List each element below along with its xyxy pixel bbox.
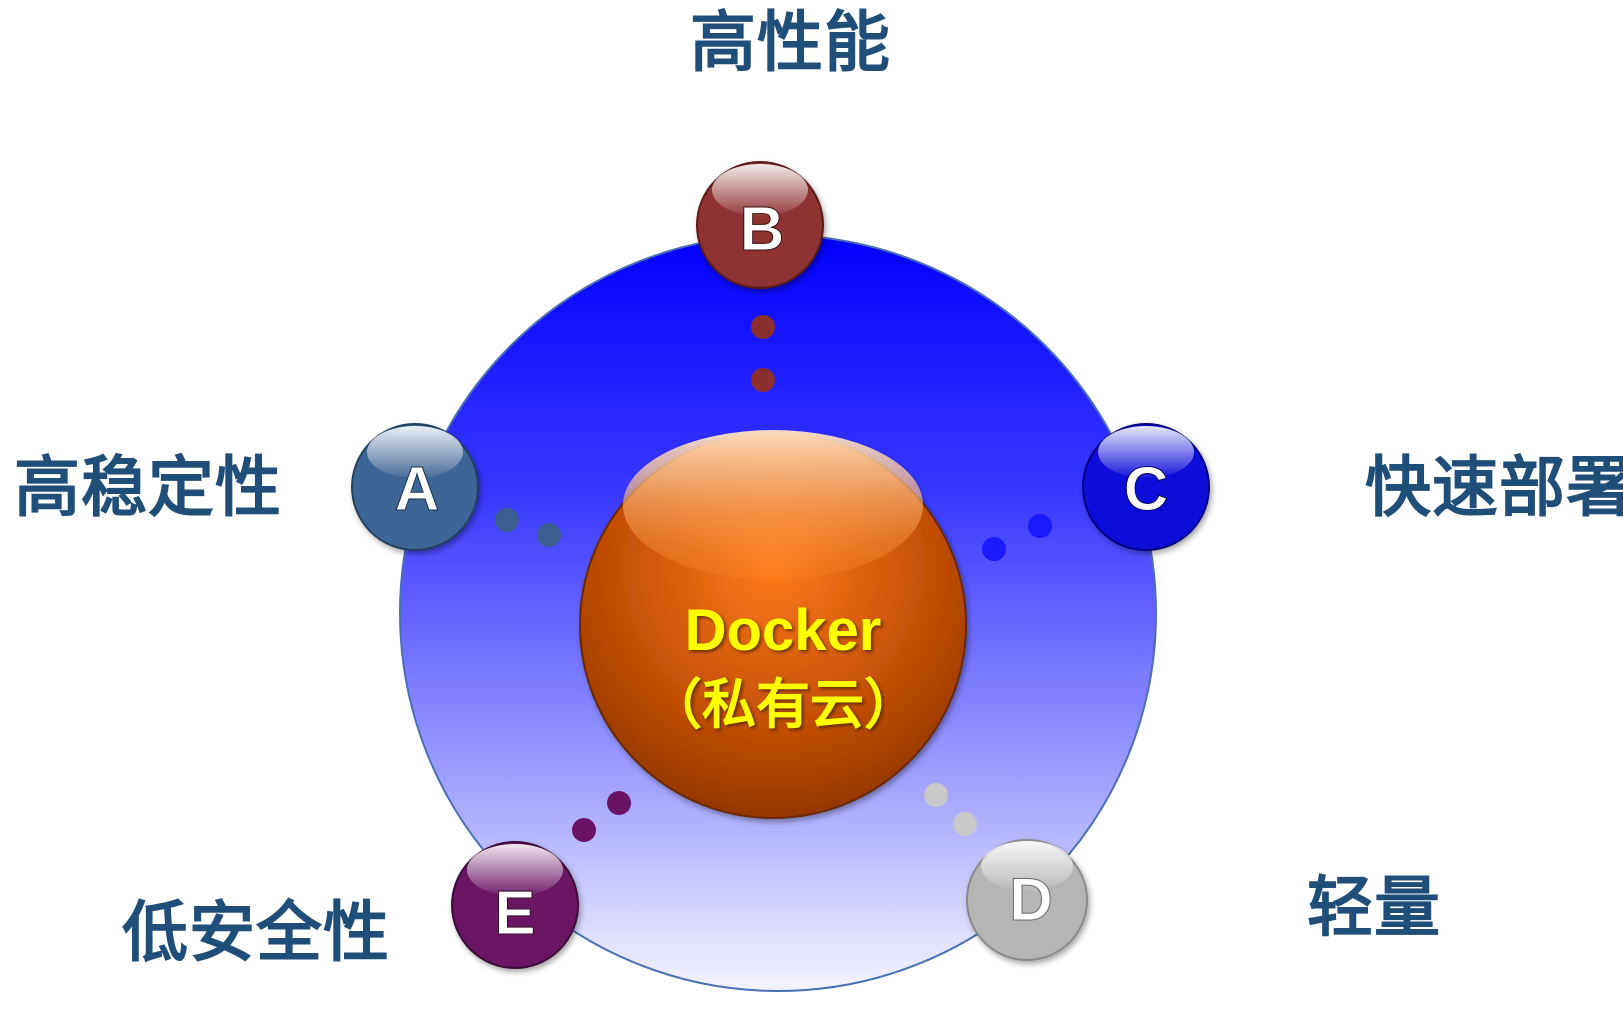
connector-dot-c2 [982,537,1006,561]
connector-dot-e2 [572,818,596,842]
center-sphere [579,430,967,819]
node-letter-d: D [1009,866,1052,933]
node-label-c: 快速部署 [1365,449,1623,526]
node-ball-c: C [1082,423,1210,551]
connector-dot-b1 [751,315,775,339]
connector-dot-e1 [607,791,631,815]
connector-dot-a2 [537,523,561,547]
node-letter-a: A [395,455,440,524]
node-letter-c: C [1124,455,1169,524]
center-title: Docker [685,598,882,663]
connector-dot-d2 [953,812,977,836]
connector-dot-d1 [924,783,948,807]
node-ball-a: A [351,423,479,551]
center-sphere-highlight [623,430,923,580]
node-letter-b: B [740,195,785,264]
node-ball-b: B [696,161,824,289]
node-letter-e: E [494,879,535,948]
node-label-a: 高稳定性 [14,449,282,526]
node-label-d: 轻量 [1307,869,1441,946]
node-label-e: 低安全性 [122,894,390,971]
node-ball-e: E [451,841,579,969]
connector-dot-c1 [1028,514,1052,538]
connector-dots [495,315,1052,842]
center-subtitle: （私有云） [648,673,918,736]
node-label-b: 高性能 [690,4,891,81]
node-ball-d: D [966,839,1088,961]
connector-dot-a1 [495,508,519,532]
connector-dot-b2 [751,368,775,392]
